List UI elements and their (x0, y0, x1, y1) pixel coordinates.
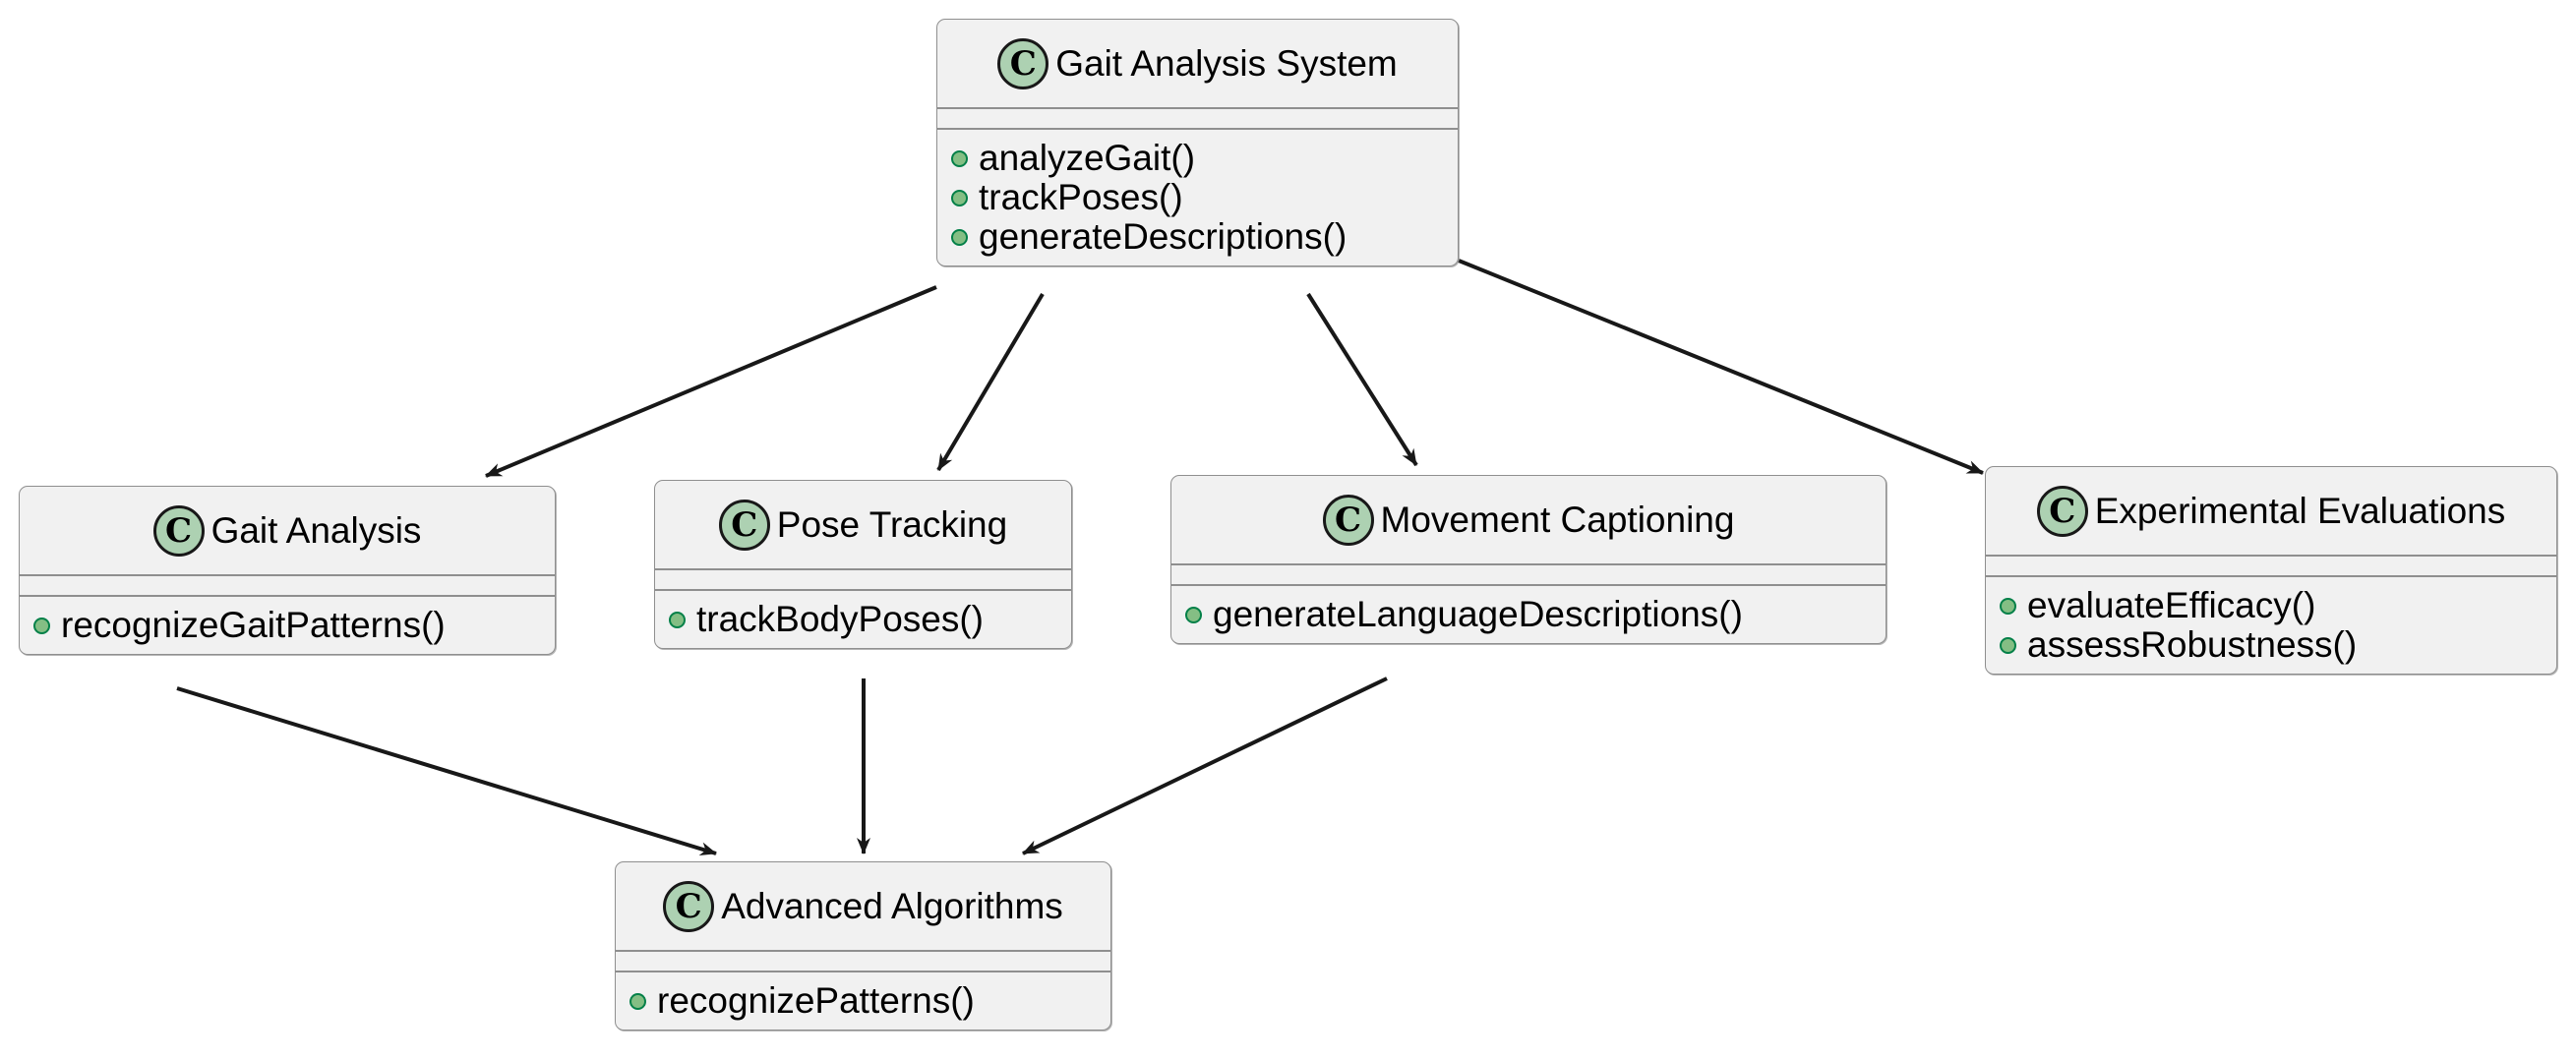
method-label: assessRobustness() (2027, 624, 2358, 665)
class-header: C Gait Analysis System (937, 20, 1458, 107)
methods-compartment: trackBodyPoses() (655, 591, 1071, 648)
class-header: C Experimental Evaluations (1986, 467, 2556, 555)
compartment-divider (937, 128, 1458, 130)
compartment-divider (20, 595, 555, 597)
compartment-divider (20, 574, 555, 576)
compartment-divider (616, 971, 1110, 972)
method-label: trackBodyPoses() (696, 599, 984, 639)
methods-compartment: analyzeGait() trackPoses() generateDescr… (937, 130, 1458, 265)
compartment-divider (655, 589, 1071, 591)
method-row[interactable]: trackBodyPoses() (655, 600, 1071, 639)
method-label: recognizePatterns() (657, 980, 975, 1021)
method-bullet-icon (1185, 606, 1202, 623)
method-label: evaluateEfficacy() (2027, 585, 2316, 625)
class-stereotype-icon: C (152, 504, 205, 557)
class-stereotype-icon: C (1322, 494, 1374, 546)
compartment-divider (616, 950, 1110, 952)
class-box-gait-analysis-system[interactable]: C Gait Analysis System analyzeGait() tra… (936, 19, 1459, 266)
method-label: analyzeGait() (979, 138, 1196, 178)
class-header: C Movement Captioning (1171, 476, 1886, 563)
methods-compartment: recognizePatterns() (616, 972, 1110, 1030)
edge-movement-captioning-to-advanced-algorithms (1022, 677, 1388, 855)
class-box-movement-captioning[interactable]: C Movement Captioning generateLanguageDe… (1170, 475, 1887, 644)
methods-compartment: evaluateEfficacy() assessRobustness() (1986, 577, 2556, 674)
method-row[interactable]: recognizeGaitPatterns() (20, 606, 555, 645)
method-bullet-icon (669, 611, 686, 628)
edge-root-to-pose-tracking (936, 292, 1045, 472)
method-label: generateDescriptions() (979, 216, 1348, 257)
method-row[interactable]: assessRobustness() (1986, 625, 2556, 665)
compartment-divider (1986, 575, 2556, 577)
method-row[interactable]: analyzeGait() (937, 139, 1458, 178)
methods-compartment: generateLanguageDescriptions() (1171, 586, 1886, 643)
class-stereotype-icon: C (997, 37, 1049, 89)
method-bullet-icon (951, 189, 968, 206)
class-box-pose-tracking[interactable]: C Pose Tracking trackBodyPoses() (654, 480, 1072, 649)
method-bullet-icon (951, 149, 968, 167)
class-header: C Gait Analysis (20, 487, 555, 574)
class-header: C Advanced Algorithms (616, 862, 1110, 950)
class-header: C Pose Tracking (655, 481, 1071, 568)
class-name: Movement Captioning (1380, 499, 1735, 540)
method-bullet-icon (629, 992, 646, 1010)
compartment-divider (1986, 555, 2556, 557)
edge-gait-analysis-to-advanced-algorithms (176, 686, 717, 856)
attributes-compartment (20, 576, 555, 595)
method-row[interactable]: recognizePatterns() (616, 981, 1110, 1021)
compartment-divider (655, 568, 1071, 570)
method-label: trackPoses() (979, 177, 1183, 217)
method-row[interactable]: generateDescriptions() (937, 217, 1458, 257)
method-row[interactable]: evaluateEfficacy() (1986, 586, 2556, 625)
attributes-compartment (1171, 565, 1886, 584)
class-stereotype-icon: C (663, 880, 715, 932)
class-stereotype-icon: C (2036, 485, 2088, 537)
method-bullet-icon (33, 617, 50, 634)
class-name: Pose Tracking (776, 503, 1008, 545)
compartment-divider (1171, 563, 1886, 565)
attributes-compartment (937, 109, 1458, 128)
class-name: Experimental Evaluations (2094, 490, 2506, 531)
methods-compartment: recognizeGaitPatterns() (20, 597, 555, 654)
class-box-gait-analysis[interactable]: C Gait Analysis recognizeGaitPatterns() (19, 486, 556, 655)
class-name: Gait Analysis (210, 509, 422, 551)
method-bullet-icon (2000, 636, 2016, 654)
method-label: recognizeGaitPatterns() (61, 605, 446, 645)
attributes-compartment (1986, 557, 2556, 575)
compartment-divider (937, 107, 1458, 109)
class-box-experimental-evaluations[interactable]: C Experimental Evaluations evaluateEffic… (1985, 466, 2557, 675)
class-name: Advanced Algorithms (721, 885, 1063, 926)
attributes-compartment (616, 952, 1110, 971)
method-bullet-icon (2000, 597, 2016, 615)
edge-root-to-gait-analysis (485, 285, 937, 478)
edge-root-to-movement-captioning (1306, 292, 1418, 467)
method-label: generateLanguageDescriptions() (1213, 594, 1743, 634)
method-row[interactable]: generateLanguageDescriptions() (1171, 595, 1886, 634)
method-row[interactable]: trackPoses() (937, 178, 1458, 217)
method-bullet-icon (951, 228, 968, 246)
class-box-advanced-algorithms[interactable]: C Advanced Algorithms recognizePatterns(… (615, 861, 1111, 1031)
attributes-compartment (655, 570, 1071, 589)
compartment-divider (1171, 584, 1886, 586)
class-name: Gait Analysis System (1055, 42, 1398, 84)
edge-root-to-experimental-evaluations (1458, 259, 1984, 475)
class-stereotype-icon: C (718, 499, 770, 551)
